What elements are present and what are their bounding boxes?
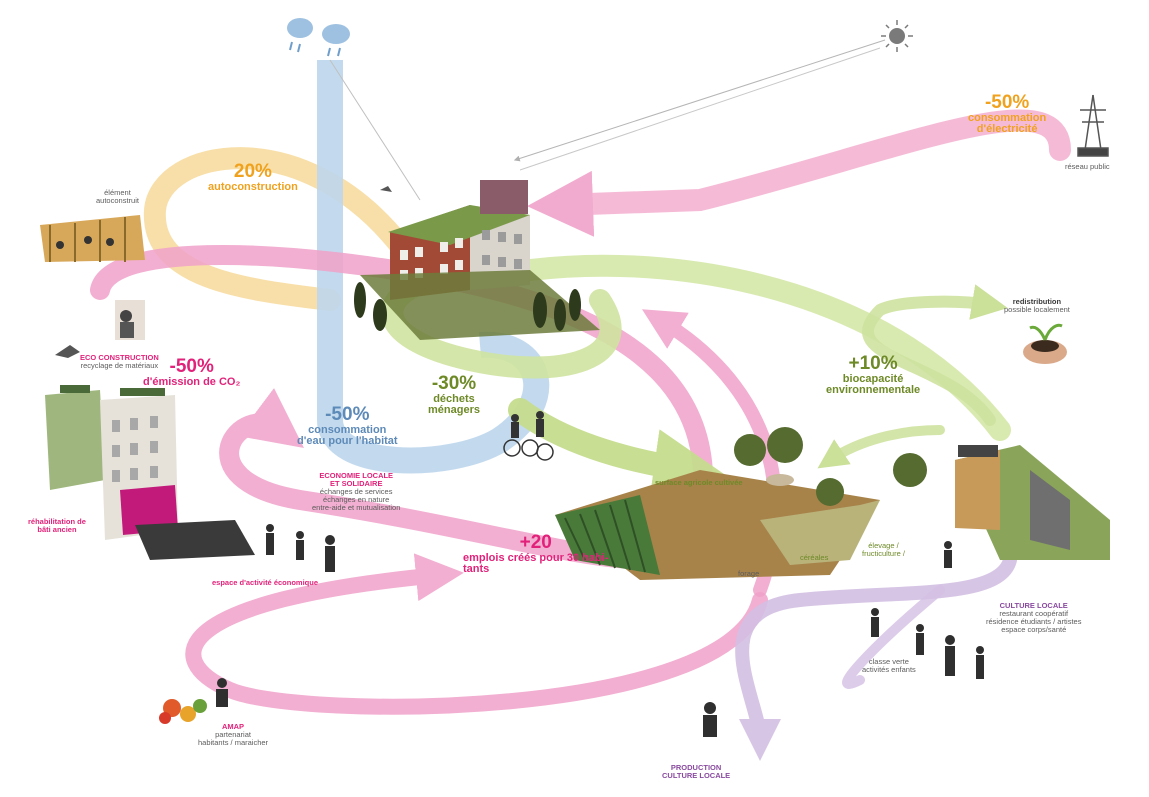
eco-construction-sub: recyclage de matériaux <box>80 362 159 370</box>
culture-locale-label: CULTURE LOCALE restaurant coopératif rés… <box>986 602 1081 634</box>
biocapacity-metric: +10% biocapacité environnementale <box>826 354 920 397</box>
emissions-label: d'émission de CO₂ <box>143 377 240 389</box>
compost-flow <box>520 410 690 470</box>
element-autoconstruit-label: élément autoconstruit <box>96 189 139 205</box>
jobs-metric: +20 emplois créés pour 30 habi- tants <box>463 533 609 576</box>
culture-sub-3: espace corps/santé <box>986 626 1081 634</box>
water-metric: -50% consommation d'eau pour l'habitat <box>297 405 398 448</box>
production-label: PRODUCTION CULTURE LOCALE <box>662 764 730 780</box>
autoconstruction-structure <box>40 215 145 262</box>
electricity-metric: -50% consommation d'électricité <box>968 93 1046 136</box>
reseau-public-label: réseau public <box>1065 163 1110 171</box>
waste-label-2: ménagers <box>428 405 480 417</box>
autoconstruction-metric: 20% autoconstruction <box>208 162 298 193</box>
culture-building <box>955 445 1110 560</box>
pylon-icon <box>1078 95 1108 156</box>
cereales-label: céréales <box>800 554 828 562</box>
electricity-value: -50% <box>968 93 1046 113</box>
biocapacity-label-2: environnementale <box>826 385 920 397</box>
amap-sub-2: habitants / maraicher <box>198 739 268 747</box>
jobs-label-2: tants <box>463 564 609 576</box>
electricity-label-2: d'électricité <box>968 124 1046 136</box>
elevage-label: élevage / fructiculture / <box>862 542 905 558</box>
autoconstruction-label: autoconstruction <box>208 182 298 194</box>
worker-figure <box>115 300 145 340</box>
espace-activite-label: espace d'activité économique <box>212 579 318 587</box>
water-value: -50% <box>297 405 398 425</box>
classe-verte-label: classe verte activités enfants <box>862 658 916 674</box>
sun-ray <box>520 48 880 170</box>
sun-icon <box>881 20 913 52</box>
return-green-flow <box>830 430 940 460</box>
rehabilitation-line-2: bâti ancien <box>28 526 86 534</box>
hands-seedling-icon <box>1023 325 1067 364</box>
cloud-rain-icon <box>287 18 350 56</box>
waste-value: -30% <box>428 374 480 394</box>
economie-sub-3: entre-aide et mutualisation <box>312 504 400 512</box>
water-label-2: d'eau pour l'habitat <box>297 436 398 448</box>
vegetables-icon <box>159 699 207 724</box>
surface-agricole-label: surface agricole cultivée <box>655 479 743 487</box>
production-line-2: CULTURE LOCALE <box>662 772 730 780</box>
redistribution-label: redistribution possible localement <box>1004 298 1070 314</box>
jobs-value: +20 <box>463 533 609 553</box>
elevage-line-2: fructiculture / <box>862 550 905 558</box>
redistribution-sub: possible localement <box>1004 306 1070 314</box>
amap-flow <box>193 575 760 707</box>
amap-label: AMAP partenariat habitants / maraicher <box>198 723 268 747</box>
autoconstruction-value: 20% <box>208 162 298 182</box>
waste-metric: -30% déchets ménagers <box>428 374 480 417</box>
economie-locale-label: ECONOMIE LOCALE ET SOLIDAIRE échanges de… <box>312 472 400 511</box>
eco-construction-label: ECO CONSTRUCTION recyclage de matériaux <box>80 354 159 370</box>
sun-ray <box>515 40 885 160</box>
biocapacity-value: +10% <box>826 354 920 374</box>
element-autoconstruit-line-2: autoconstruit <box>96 197 139 205</box>
classe-verte-line-2: activités enfants <box>862 666 916 674</box>
rehabilitation-label: réhabilitation de bâti ancien <box>28 518 86 534</box>
forage-label: forage <box>738 570 759 578</box>
